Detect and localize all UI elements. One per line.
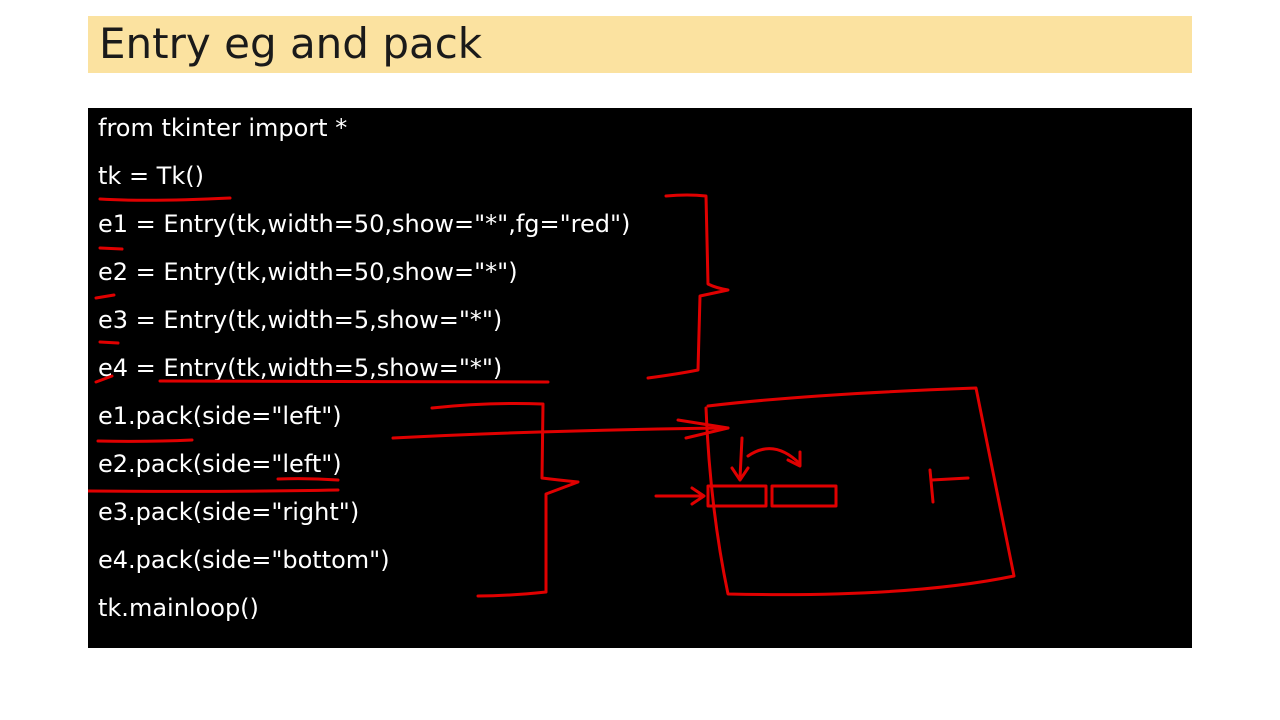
arrow-pack-to-window [391,426,730,440]
code-line-5: e3 = Entry(tk,width=5,show="*") [98,306,503,334]
brace-entries [646,193,730,380]
slide-title-bar: Entry eg and pack [88,16,1192,73]
arrow-head-1 [676,418,730,440]
code-line-6: e4 = Entry(tk,width=5,show="*") [98,354,503,382]
code-line-1: from tkinter import * [98,114,348,142]
code-line-11: tk.mainloop() [98,594,259,622]
brace-pack [430,402,580,598]
arrow-into-e1-head [690,486,706,506]
widget-e1 [706,484,768,508]
code-line-4: e2 = Entry(tk,width=50,show="*") [98,258,518,286]
code-line-2: tk = Tk() [98,162,204,190]
curved-arrow-head [786,450,802,468]
underline-e2 [94,293,116,300]
widget-e2 [770,484,838,508]
underline-tk [98,196,232,202]
code-line-9: e3.pack(side="right") [98,498,360,526]
arrow-down [738,436,744,480]
window-sketch [704,386,1016,597]
arrow-down-head [730,466,750,482]
underline-e3 [98,340,120,345]
widget-e3-marker [928,468,970,504]
code-line-7: e1.pack(side="left") [98,402,342,430]
underline-e1 [98,246,124,251]
code-line-3: e1 = Entry(tk,width=50,show="*",fg="red"… [98,210,631,238]
underline-e1-pack [96,438,194,443]
underline-e2-pack-full [88,488,340,493]
curved-arrow [746,447,802,466]
code-line-8: e2.pack(side="left") [98,450,342,478]
slide-title: Entry eg and pack [99,19,483,68]
code-panel: from tkinter import * tk = Tk() e1 = Ent… [88,108,1192,648]
code-line-10: e4.pack(side="bottom") [98,546,390,574]
